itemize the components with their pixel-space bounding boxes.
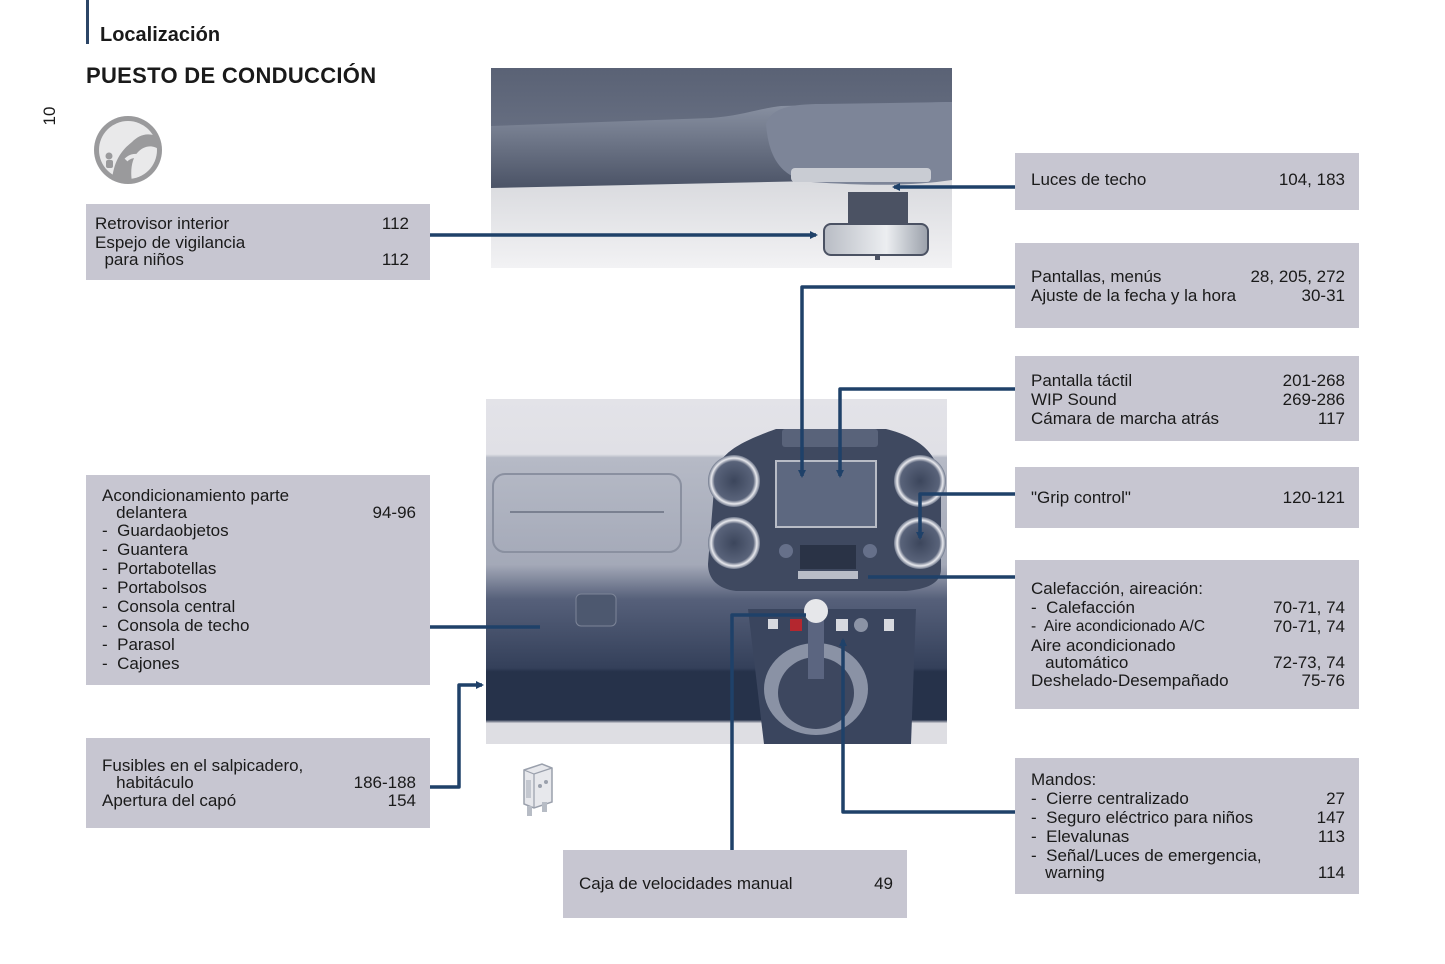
callout-row: Fusibles en el salpicadero, (102, 756, 304, 775)
callout-row: - Cajones (102, 654, 180, 673)
page-ref[interactable]: 154 (387, 791, 416, 810)
page-ref[interactable]: 70-71, 74 (1273, 598, 1345, 617)
page-ref[interactable]: 75-76 (1301, 671, 1345, 690)
callout-row: - Consola central (102, 597, 236, 616)
page-ref[interactable]: 112 (381, 214, 409, 233)
callout-row: - Señal/Luces de emergencia, (1031, 846, 1262, 865)
page-ref[interactable]: 27 (1326, 789, 1345, 808)
callout-grip-control: "Grip control"120-121 (1015, 467, 1359, 528)
callout-row: Calefacción, aireación: (1031, 579, 1203, 598)
page-ref[interactable]: 114 (1317, 863, 1345, 882)
page-ref[interactable]: 186-188 (353, 773, 416, 792)
callout-row: Aire acondicionado (1031, 636, 1176, 655)
driver-steering-wheel-icon (94, 116, 162, 184)
page-ref[interactable]: 72-73, 74 (1273, 653, 1345, 672)
callout-row: Espejo de vigilancia (95, 233, 246, 252)
page-ref[interactable]: 30-31 (1301, 286, 1345, 305)
page-ref[interactable]: 104, 183 (1278, 170, 1345, 189)
page-ref[interactable]: 94-96 (372, 503, 416, 522)
page-title: PUESTO DE CONDUCCIÓN (86, 63, 377, 88)
section-title: Localización (100, 24, 221, 46)
page-ref[interactable]: 120-121 (1282, 488, 1345, 507)
section-marker-bar (86, 0, 89, 44)
dashboard-illustration (486, 399, 947, 744)
page-ref[interactable]: 117 (1317, 409, 1345, 428)
callout-row: - Parasol (102, 635, 175, 654)
page-ref[interactable]: 113 (1317, 827, 1345, 846)
callout-row: Mandos: (1031, 770, 1097, 789)
callout-row: - Guantera (102, 540, 188, 559)
leader-line-fuses (430, 681, 484, 789)
page-ref[interactable]: 28, 205, 272 (1250, 267, 1345, 286)
page-number: 10 (40, 106, 59, 126)
callout-row: - Consola de techo (102, 616, 250, 635)
callout-row: - Portabotellas (102, 559, 217, 578)
callout-row: "Grip control"120-121 (1031, 488, 1345, 507)
callout-row: - Portabolsos (102, 578, 207, 597)
fuse-icon (523, 763, 553, 816)
page-ref[interactable]: 269-286 (1282, 390, 1345, 409)
callout-row: Acondicionamiento parte (102, 486, 290, 505)
callout-row: - Guardaobjetos (102, 521, 229, 540)
page-ref[interactable]: 201-268 (1282, 371, 1345, 390)
page-ref[interactable]: 112 (381, 250, 409, 269)
page-ref[interactable]: 49 (874, 874, 893, 893)
roof-console-illustration (491, 68, 952, 268)
page-ref[interactable]: 70-71, 74 (1273, 617, 1345, 636)
page-ref[interactable]: 147 (1316, 808, 1345, 827)
